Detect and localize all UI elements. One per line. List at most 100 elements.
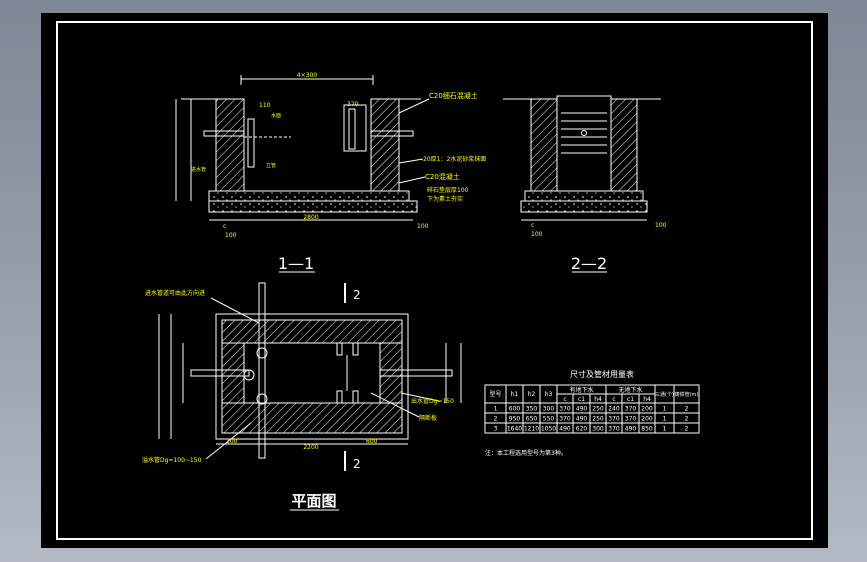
base-slab-2	[524, 190, 644, 202]
table-cell: 250	[592, 406, 604, 413]
drawing-frame	[56, 21, 813, 540]
table-cell: 950	[509, 416, 521, 423]
label-soil: 下为素土夯实	[427, 195, 463, 203]
table-cell: 370	[625, 406, 637, 413]
table-cell: 600	[509, 406, 521, 413]
section-1-1-title: 1—1	[278, 254, 314, 273]
table-cell: 240	[608, 406, 620, 413]
right-wall-2	[610, 98, 638, 192]
table-cell: 1640	[507, 426, 522, 433]
table-cell: 1	[663, 426, 667, 433]
table-cell: 1	[494, 406, 498, 413]
label-water: 水面	[271, 112, 281, 119]
section-2-2: c 100 100 2—2	[503, 95, 667, 273]
plan-dim-bottom: 2200	[303, 444, 318, 451]
vertical-pipe	[247, 118, 255, 168]
dim-bottom: 2800	[303, 214, 318, 221]
table-title: 尺寸及管材用量表	[570, 369, 634, 379]
table-cell: 490	[576, 406, 588, 413]
table-header: h3	[545, 391, 553, 398]
table-cell: 1	[663, 416, 667, 423]
table-subheader: h4	[643, 396, 651, 403]
table-cell: 370	[559, 406, 571, 413]
left-wall-2	[530, 98, 558, 192]
table-cell: 490	[625, 426, 637, 433]
section-1-1: 4×300 2800 c 100 100 110 370 水面 立管 进水管 C…	[175, 72, 486, 273]
label-wall: 20厚1：2水泥砂浆抹面	[423, 155, 486, 163]
drawing-canvas[interactable]: 4×300 2800 c 100 100 110 370 水面 立管 进水管 C…	[41, 13, 828, 548]
table-subheader: c1	[578, 396, 585, 403]
dim-100-2b: 100	[655, 222, 667, 229]
table-cell: 200	[641, 416, 653, 423]
plan-inlet-pipe	[258, 282, 266, 459]
table-cell: 370	[608, 426, 620, 433]
dim-110: 110	[259, 102, 271, 109]
plan-dim-600: 600	[366, 438, 378, 445]
dim-100-b: 100	[417, 223, 429, 230]
dim-c: c	[223, 223, 226, 230]
table-subheader: h4	[594, 396, 602, 403]
plan-view: 2 2 2200 100 600 进水管道可由此方向进 出水管Dg=150 隔断…	[142, 282, 462, 511]
base-slab	[208, 190, 410, 202]
table-cell: 370	[608, 416, 620, 423]
table-cell: 650	[526, 416, 538, 423]
cut-mark-top: 2	[353, 288, 361, 302]
table-note: 注：本工程选用型号为第3种。	[485, 449, 567, 457]
label-baffle: 隔断板	[419, 414, 437, 422]
table-cell: 2	[685, 406, 689, 413]
table-header: 铸铁管(m)	[675, 391, 699, 398]
table-cell: 300	[543, 406, 555, 413]
drawing-svg: 4×300 2800 c 100 100 110 370 水面 立管 进水管 C…	[56, 21, 813, 540]
label-c20-base: C20混凝土	[425, 172, 460, 181]
table-header: h2	[528, 391, 536, 398]
label-vertical: 立管	[266, 162, 276, 169]
table-cell: 1210	[524, 426, 539, 433]
section-2-2-title: 2—2	[571, 254, 607, 273]
label-inlet: 进水管	[191, 166, 206, 173]
table-cell: 250	[592, 416, 604, 423]
table-cell: 490	[576, 416, 588, 423]
left-wall	[215, 98, 245, 192]
table-cell: 370	[625, 416, 637, 423]
dim-c-2: c	[531, 222, 534, 229]
plan-title: 平面图	[291, 492, 336, 510]
table-header: h1	[511, 391, 519, 398]
right-wall	[370, 98, 400, 192]
table-cell: 550	[543, 416, 555, 423]
table-subheader: c	[563, 396, 566, 403]
dim-370: 370	[347, 101, 359, 108]
table-header: 无地下水	[618, 386, 642, 394]
table-subheader: c1	[627, 396, 634, 403]
table-cell: 200	[641, 406, 653, 413]
dim-top-width: 4×300	[297, 72, 317, 79]
table-cell: 370	[559, 416, 571, 423]
table-cell: 1050	[541, 426, 556, 433]
label-inlet-dir: 进水管道可由此方向进	[145, 289, 205, 297]
table-cell: 850	[641, 426, 653, 433]
table-header: 三通(个)	[655, 391, 674, 398]
table-cell: 1	[663, 406, 667, 413]
label-overflow: 溢水管Dg=100~150	[142, 456, 202, 464]
table-cell: 620	[576, 426, 588, 433]
dim-100-a: 100	[225, 232, 237, 239]
dim-100-2a: 100	[531, 231, 543, 238]
table-subheader: c	[612, 396, 615, 403]
table-header: 有地下水	[569, 386, 593, 394]
inlet-pipe	[203, 130, 245, 137]
plan-dim-100: 100	[226, 438, 238, 445]
table-cell: 2	[494, 416, 498, 423]
table-header: 型号	[489, 390, 501, 398]
label-outlet: 出水管Dg=150	[411, 397, 454, 405]
label-gravel: 碎石垫层厚100	[427, 186, 469, 194]
table-cell: 300	[592, 426, 604, 433]
table-cell: 3	[494, 426, 498, 433]
table-cell: 2	[685, 416, 689, 423]
cut-mark-bottom: 2	[353, 457, 361, 471]
table-cell: 490	[559, 426, 571, 433]
table-cell: 350	[526, 406, 538, 413]
label-c20-cap: C20细石混凝土	[429, 91, 478, 100]
plan-outlet-pipe	[379, 369, 453, 377]
table-cell: 2	[685, 426, 689, 433]
